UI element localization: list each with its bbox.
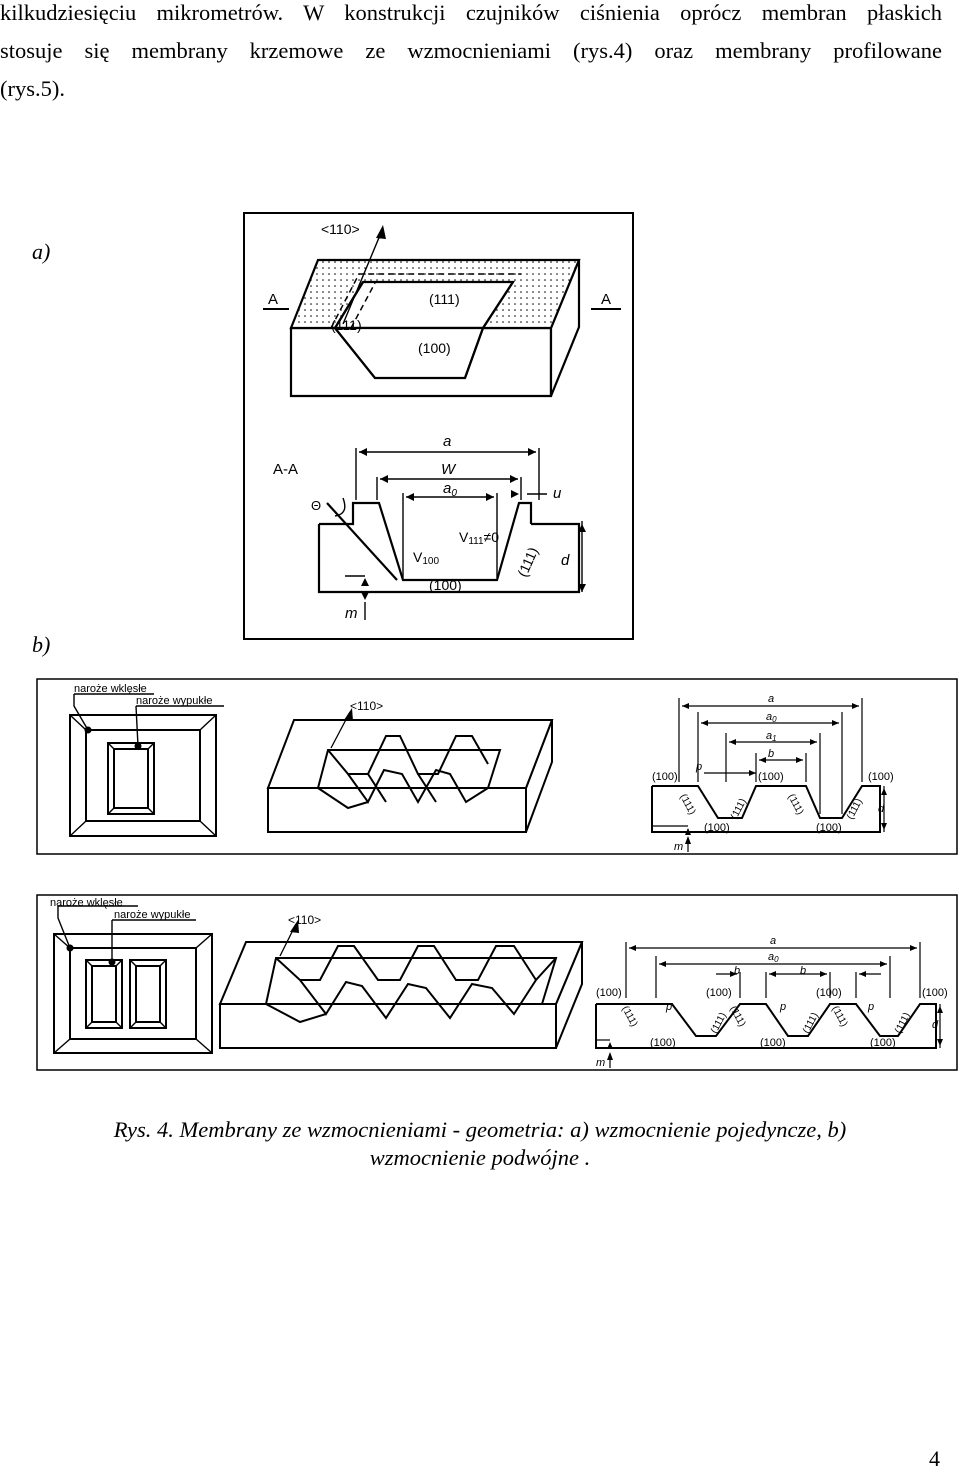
dim-u: u xyxy=(553,485,562,502)
plane-top: (111) xyxy=(429,291,460,307)
b2-dim-m: m xyxy=(596,1057,605,1069)
b1-concave-label: naroże wklęsłe xyxy=(74,683,147,695)
b1-dim-a0: a0 xyxy=(766,711,777,724)
b1-plane-100-bl: (100) xyxy=(704,822,730,834)
page-number: 4 xyxy=(929,1446,940,1471)
figure-a-block xyxy=(289,258,581,398)
dim-w: W xyxy=(441,461,457,478)
plane-bottom: (100) xyxy=(418,340,451,356)
b2-plane-100-t1: (100) xyxy=(596,987,622,999)
section-mark-left: A xyxy=(268,291,278,308)
b2-dim-b1: b xyxy=(734,965,740,977)
b2-3d-block xyxy=(218,941,584,1049)
b2-plane-100-t4: (100) xyxy=(922,987,948,999)
b1-convex-label: naroże wypukłe xyxy=(136,695,212,707)
b2-plane-100-t3: (100) xyxy=(816,987,842,999)
b2-top-view xyxy=(53,933,213,1054)
v111-label: V111≠0 xyxy=(459,529,499,547)
subfigure-label-a: a) xyxy=(32,239,51,264)
b2-convex-label: naroże wypukłe xyxy=(114,909,190,921)
plane-cs-bottom: (100) xyxy=(429,577,462,593)
section-mark-right: A xyxy=(601,291,611,308)
figure-a-direction: <110> xyxy=(321,221,360,237)
b2-plane-100-b1: (100) xyxy=(650,1037,676,1049)
figure-b2: naroże wklęsłe naroże wypukłe <110> a a0 xyxy=(36,894,958,1071)
b2-dim-a0: a0 xyxy=(768,951,779,964)
subfigure-label-b: b) xyxy=(32,632,51,657)
b2-dim-p2: p xyxy=(779,1001,786,1013)
paragraph-line-3: (rys.5). xyxy=(0,76,65,101)
dim-a0: a0 xyxy=(443,480,457,499)
theta-angle: Θ xyxy=(311,498,321,513)
b2-dim-d: d xyxy=(932,1019,939,1031)
b2-plane-100-t2: (100) xyxy=(706,987,732,999)
dim-m: m xyxy=(345,605,358,622)
v100-label: V100 xyxy=(413,549,439,567)
figure-caption: Rys. 4. Membrany ze wzmocnieniami - geom… xyxy=(40,1116,920,1172)
paragraph-line-1: kilkudziesięciu mikrometrów. W konstrukc… xyxy=(0,0,942,25)
b2-cross-section xyxy=(595,1003,937,1049)
figure-a: <110> A A (111) (111) (100) A-A a W a0 u xyxy=(243,212,634,640)
b2-dim-p1: p xyxy=(665,1001,672,1013)
dim-d: d xyxy=(561,552,570,569)
b1-dim-m: m xyxy=(674,841,683,853)
b1-cross-section xyxy=(651,785,881,833)
b2-plane-100-b2: (100) xyxy=(760,1037,786,1049)
b1-top-view xyxy=(69,714,217,837)
b2-plane-100-b3: (100) xyxy=(870,1037,896,1049)
b1-dim-a: a xyxy=(768,693,774,705)
b1-dim-d: d xyxy=(878,803,885,815)
body-paragraph: kilkudziesięciu mikrometrów. W konstrukc… xyxy=(0,0,942,108)
b2-direction: <110> xyxy=(288,913,321,927)
b1-dim-b: b xyxy=(768,748,774,760)
b1-plane-100-left: (100) xyxy=(652,771,678,783)
dim-a: a xyxy=(443,433,451,450)
b1-plane-100-br: (100) xyxy=(816,822,842,834)
b1-plane-100-right: (100) xyxy=(868,771,894,783)
paragraph-line-2: stosuje się membrany krzemowe ze wzmocni… xyxy=(0,38,942,63)
b2-dim-b2: b xyxy=(800,965,806,977)
figure-b1: naroże wklęsłe naroże wypukłe <110> xyxy=(36,678,958,855)
section-title: A-A xyxy=(273,461,298,478)
caption-line-2: wzmocnienie podwójne . xyxy=(369,1145,591,1170)
b2-dim-p3: p xyxy=(867,1001,874,1013)
b2-concave-label: naroże wklęsłe xyxy=(50,897,123,909)
plane-left: (111) xyxy=(331,317,362,333)
b1-direction: <110> xyxy=(350,699,383,713)
b2-dim-a: a xyxy=(770,935,776,947)
caption-line-1: Rys. 4. Membrany ze wzmocnieniami - geom… xyxy=(113,1117,847,1142)
b1-plane-100-mid: (100) xyxy=(758,771,784,783)
b1-dim-a1: a1 xyxy=(766,730,777,743)
b1-3d-block xyxy=(266,719,554,833)
b1-dim-p: p xyxy=(695,761,702,773)
